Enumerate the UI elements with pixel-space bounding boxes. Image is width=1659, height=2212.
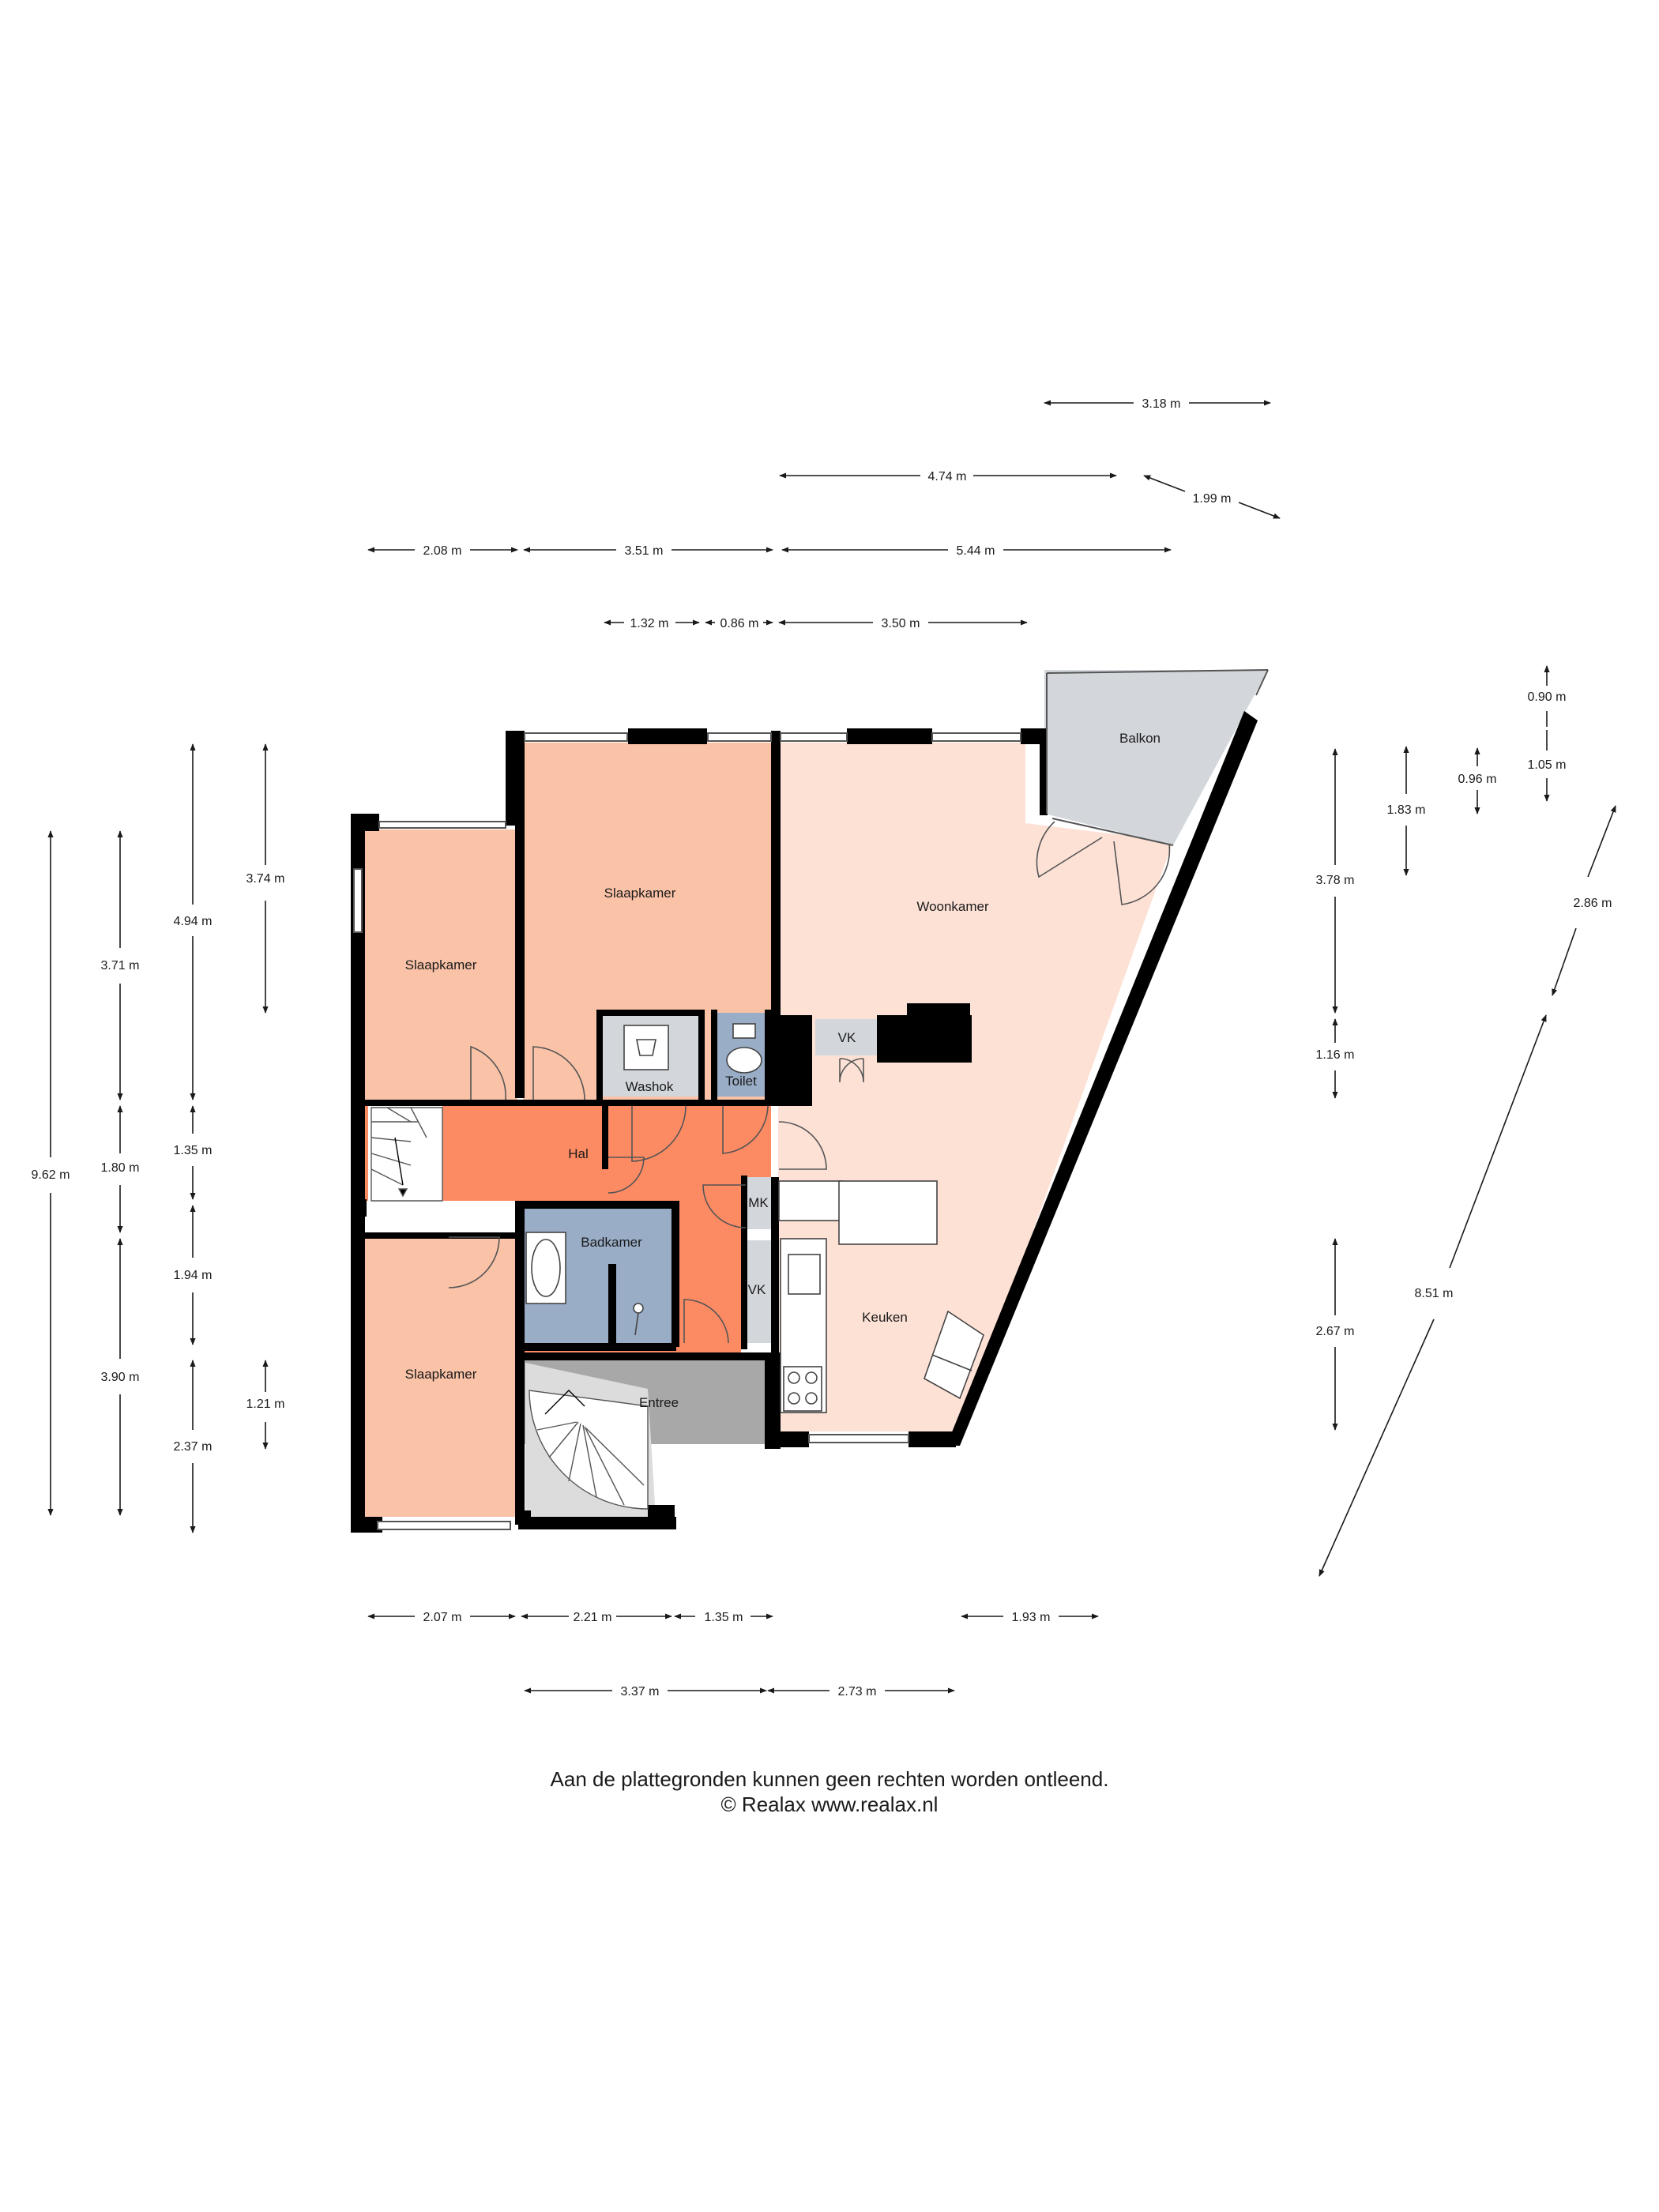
dimensions-right: 0.90 m 1.05 m 0.96 m 1.83 m 3.78 m 1.16 … <box>1316 665 1616 1577</box>
label-entree: Entree <box>639 1395 679 1410</box>
kitchen-island <box>778 1180 843 1221</box>
dim-544: 5.44 m <box>957 544 995 558</box>
dim-132: 1.32 m <box>630 617 669 630</box>
dimensions-left: 9.62 m 3.71 m 1.80 m 3.90 m 4.94 m 1.35 … <box>32 743 285 1533</box>
dim-183: 1.83 m <box>1387 803 1426 817</box>
kitchen-appliance-divider <box>931 1354 972 1371</box>
dim-378: 3.78 m <box>1316 874 1355 887</box>
disclaimer-text: Aan de plattegronden kunnen geen rechten… <box>550 1767 1109 1791</box>
dim-116: 1.16 m <box>1316 1048 1355 1062</box>
dim-121: 1.21 m <box>246 1398 285 1411</box>
label-badkamer: Badkamer <box>581 1235 642 1250</box>
dimensions-bottom: 2.07 m 2.21 m 1.35 m 1.93 m 3.37 m 2.73 … <box>367 1611 1099 1698</box>
dim-193: 1.93 m <box>1012 1611 1051 1624</box>
dim-286: 2.86 m <box>1574 897 1612 910</box>
room-labels: Slaapkamer Slaapkamer Woonkamer Balkon W… <box>405 731 1161 1410</box>
dim-474: 4.74 m <box>928 470 967 483</box>
label-woonkamer: Woonkamer <box>916 899 989 914</box>
dim-267: 2.67 m <box>1316 1325 1355 1338</box>
windows <box>353 669 1269 1530</box>
dim-851: 8.51 m <box>1415 1287 1454 1300</box>
walls <box>351 711 1258 1533</box>
label-vk-top: VK <box>838 1030 856 1045</box>
label-slaapkamer-south: Slaapkamer <box>405 1367 477 1382</box>
label-hal: Hal <box>568 1146 589 1161</box>
label-balkon: Balkon <box>1119 731 1161 746</box>
copyright-text: © Realax www.realax.nl <box>720 1793 939 1816</box>
dim-086: 0.86 m <box>720 617 759 630</box>
fixtures <box>525 1023 984 1413</box>
label-slaapkamer-north: Slaapkamer <box>604 886 676 901</box>
dim-374: 3.74 m <box>246 872 285 886</box>
vk-top-area <box>815 1019 877 1055</box>
dim-351: 3.51 m <box>625 544 664 558</box>
dim-494: 4.94 m <box>174 915 213 928</box>
dimensions-top: 3.18 m 4.74 m 1.99 m 2.08 m 3.51 m 5.44 … <box>367 397 1281 630</box>
dim-096: 0.96 m <box>1458 773 1497 786</box>
kitchen-appliance <box>924 1310 984 1400</box>
toilet-tank <box>732 1023 756 1039</box>
vk-mid-area <box>741 1240 771 1343</box>
label-vk-mid: VK <box>748 1282 766 1297</box>
label-washok: Washok <box>626 1079 674 1094</box>
burner-4 <box>805 1392 818 1405</box>
dim-208: 2.08 m <box>423 544 462 558</box>
label-toilet: Toilet <box>725 1074 757 1089</box>
slaapkamer-south-area <box>365 1237 515 1517</box>
dim-090: 0.90 m <box>1528 690 1567 704</box>
shower-head <box>633 1303 644 1314</box>
dim-207: 2.07 m <box>423 1611 462 1624</box>
slaapkamer-west-area <box>365 830 517 1100</box>
dim-273: 2.73 m <box>838 1685 877 1698</box>
washing-machine-symbol <box>636 1039 656 1056</box>
burner-3 <box>788 1392 800 1405</box>
dim-199: 1.99 m <box>1193 492 1232 506</box>
label-slaapkamer-west: Slaapkamer <box>405 957 477 972</box>
shower-hose <box>634 1312 639 1336</box>
dim-194: 1.94 m <box>174 1269 213 1282</box>
kitchen-sink <box>788 1254 821 1295</box>
dim-337: 3.37 m <box>621 1685 660 1698</box>
dim-237: 2.37 m <box>174 1440 213 1454</box>
stairs <box>371 1107 649 1510</box>
cooktop <box>783 1366 822 1412</box>
label-mk: MK <box>748 1195 769 1210</box>
dim-371: 3.71 m <box>101 959 140 972</box>
door-swings <box>448 821 1171 1344</box>
mk-area <box>746 1177 771 1229</box>
dim-221: 2.21 m <box>574 1611 612 1624</box>
dim-350: 3.50 m <box>882 617 920 630</box>
dim-105: 1.05 m <box>1528 758 1567 772</box>
stair-upper-area <box>368 1106 442 1201</box>
kitchen-island-counter <box>838 1180 938 1245</box>
burner-2 <box>805 1371 818 1384</box>
woonkamer-area <box>778 743 1173 1446</box>
dim-180: 1.80 m <box>101 1161 140 1175</box>
dim-318: 3.18 m <box>1142 397 1181 411</box>
toilet-bowl <box>726 1047 762 1074</box>
dim-135-bottom: 1.35 m <box>705 1611 743 1624</box>
dim-390: 3.90 m <box>101 1371 140 1384</box>
bath-basin <box>531 1239 561 1297</box>
balkon-area <box>1044 670 1268 845</box>
label-keuken: Keuken <box>862 1310 908 1325</box>
dim-135-left: 1.35 m <box>174 1144 213 1157</box>
burner-1 <box>788 1371 800 1384</box>
dim-962: 9.62 m <box>32 1168 70 1182</box>
